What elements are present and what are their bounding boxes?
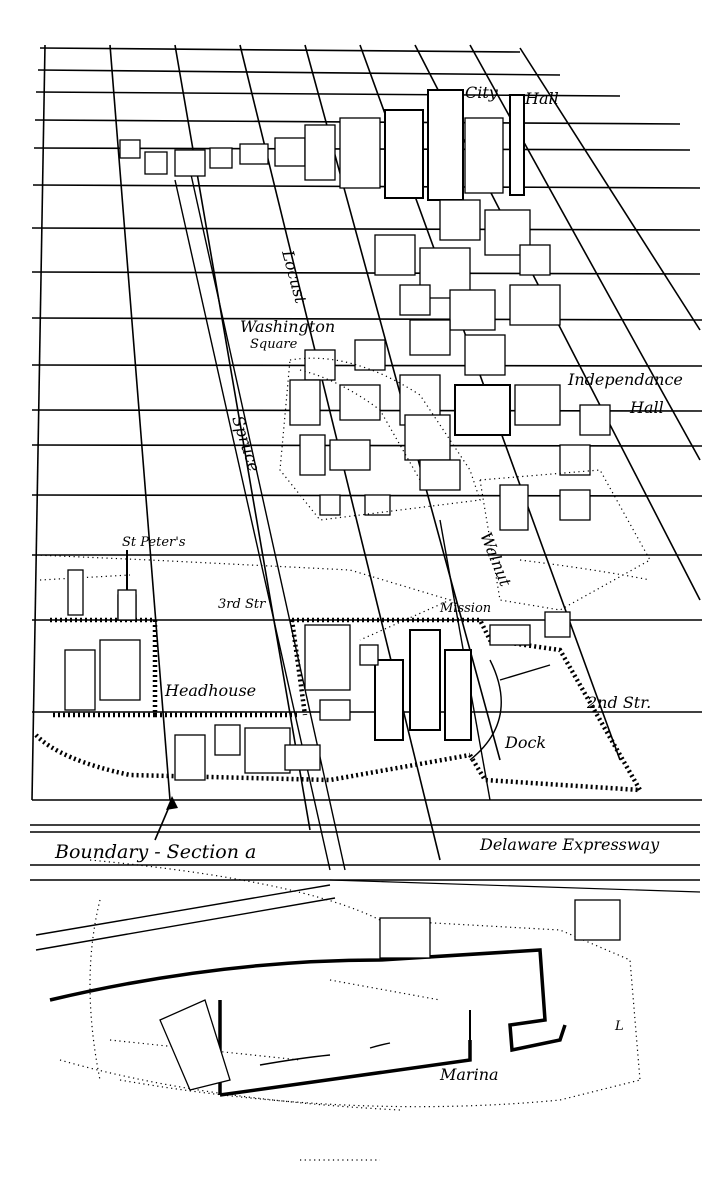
label-2nd-str: 2nd Str. <box>586 693 651 712</box>
marina-pier <box>49 899 621 1097</box>
label-st-peters: St Peter's <box>122 535 186 550</box>
label-washington: Washington <box>240 317 335 336</box>
label-delaware-expressway: Delaware Expressway <box>479 835 660 854</box>
label-marina: Marina <box>439 1065 499 1084</box>
st-peters-church <box>117 550 137 621</box>
city-hall-cluster <box>119 89 561 381</box>
label-square: Square <box>250 337 298 352</box>
label-boundary-section-a: Boundary - Section a <box>54 841 256 863</box>
label-independance: Independance <box>567 370 683 389</box>
label-hall: Hall <box>524 89 559 108</box>
label-corner-mark: L <box>614 1019 624 1034</box>
label-dock: Dock <box>504 733 546 752</box>
headhouse-district-buildings <box>64 569 571 781</box>
delaware-expressway <box>30 824 701 951</box>
label-independance-hall: Hall <box>629 398 664 417</box>
label-locust: Locust <box>278 247 311 306</box>
boundary-arrow <box>154 796 178 841</box>
independence-area-buildings <box>289 374 611 531</box>
label-city: City <box>465 83 499 102</box>
label-3rd-str: 3rd Str <box>218 597 266 612</box>
label-headhouse: Headhouse <box>164 681 256 700</box>
label-walnut: Walnut <box>476 529 515 589</box>
label-mission: Mission <box>439 601 491 616</box>
dock-curve <box>469 659 551 761</box>
